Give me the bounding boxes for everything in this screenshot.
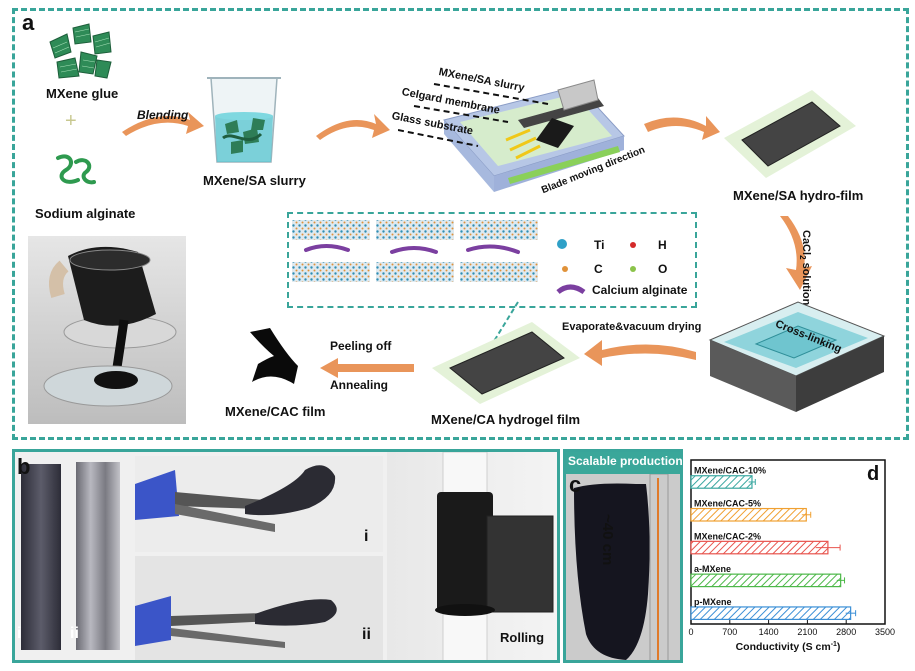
mxene-flakes-icon bbox=[49, 23, 112, 79]
process-arrow-icon bbox=[316, 114, 390, 140]
x-tick-label: 2100 bbox=[797, 627, 817, 637]
bending-photo-ii-drawing bbox=[135, 596, 337, 648]
hydrogel-film-icon bbox=[432, 322, 580, 404]
panel-c-title-bar bbox=[566, 452, 680, 474]
x-axis-label: Conductivity (S cm-1) bbox=[736, 641, 841, 653]
peeling-label: Peeling off bbox=[330, 339, 392, 353]
film-strip-ii bbox=[76, 462, 120, 650]
layered-structure-icon bbox=[292, 220, 538, 282]
blending-label: Blending bbox=[137, 108, 189, 122]
category-label: MXene/CAC-5% bbox=[694, 499, 761, 509]
legend-h: H bbox=[658, 238, 667, 252]
hydro-film-icon bbox=[724, 90, 856, 178]
legend-calcium-alginate: Calcium alginate bbox=[592, 283, 688, 297]
x-tick-label: 1400 bbox=[759, 627, 779, 637]
mxene-glue-label: MXene glue bbox=[46, 86, 119, 101]
bar-MXene/CAC-10% bbox=[690, 475, 753, 489]
panel-d-letter: d bbox=[867, 463, 879, 485]
panel-a-letter: a bbox=[22, 10, 35, 35]
slurry-photo bbox=[28, 236, 186, 424]
film-strip-i bbox=[21, 464, 61, 650]
c-dot-icon bbox=[562, 266, 568, 272]
down-arrow-icon bbox=[780, 216, 812, 290]
rolling-photo bbox=[387, 452, 557, 660]
structure-inset bbox=[287, 212, 697, 308]
h-dot-icon bbox=[630, 242, 636, 248]
category-label: a-MXene bbox=[694, 564, 731, 574]
bar-p-MXene bbox=[690, 606, 852, 621]
panel-c bbox=[563, 449, 683, 663]
bar-MXene/CAC-5% bbox=[690, 507, 807, 522]
rolling-label: Rolling bbox=[500, 630, 545, 645]
evaporate-arrow-icon bbox=[584, 340, 696, 366]
x-tick-label: 2800 bbox=[836, 627, 856, 637]
evaporate-label: Evaporate&vacuum drying bbox=[562, 321, 702, 333]
rolling-photo-drawing bbox=[435, 452, 554, 660]
scalable-title: Scalable production bbox=[568, 454, 683, 468]
bending-photo-ii bbox=[135, 556, 383, 660]
annealing-label: Annealing bbox=[330, 378, 389, 392]
panel-c-letter: c bbox=[569, 472, 582, 497]
bending-photo-i bbox=[135, 456, 383, 552]
cross-linking-tray-icon bbox=[708, 301, 886, 412]
blade-coater-icon bbox=[398, 79, 625, 192]
cac-film-icon bbox=[250, 328, 298, 384]
sodium-alginate-label: Sodium alginate bbox=[35, 206, 136, 221]
legend-c: C bbox=[594, 262, 603, 276]
cac-film-label: MXene/CAC film bbox=[225, 404, 326, 419]
x-tick-label: 700 bbox=[722, 627, 737, 637]
x-tick-label: 3500 bbox=[875, 627, 895, 637]
ti-dot-icon bbox=[557, 239, 567, 249]
legend-ti: Ti bbox=[594, 238, 605, 252]
slurry-photo-drawing bbox=[43, 246, 177, 407]
blending-arrow-icon bbox=[122, 112, 204, 136]
bending-photo-i-drawing bbox=[135, 465, 336, 532]
legend-o: O bbox=[658, 262, 668, 276]
process-arrow-icon bbox=[644, 116, 720, 140]
conductivity-chart: MXene/CAC-10% MXene/CAC-5% MXene/CAC-2% a-M… bbox=[688, 459, 895, 653]
panel-b bbox=[12, 449, 560, 663]
bar-a-MXene bbox=[690, 573, 842, 588]
plus-sign: + bbox=[65, 110, 77, 132]
panel-d: MXene/CAC-10% MXene/CAC-5% MXene/CAC-2% a-M… bbox=[686, 449, 908, 663]
category-label: p-MXene bbox=[694, 597, 732, 607]
x-tick-label: 0 bbox=[688, 627, 693, 637]
scalable-film-photo bbox=[566, 474, 680, 660]
beaker-icon bbox=[207, 77, 281, 163]
panel-a bbox=[12, 8, 909, 440]
length-label: ~40 cm bbox=[599, 514, 616, 566]
sodium-alginate-icon bbox=[56, 154, 96, 185]
category-label: MXene/CAC-2% bbox=[694, 531, 761, 541]
category-label: MXene/CAC-10% bbox=[694, 466, 766, 476]
hydro-film-label: MXene/SA hydro-film bbox=[733, 188, 864, 203]
cacl2-label: CaCl2 solution bbox=[797, 230, 812, 306]
calcium-alginate-swatch-icon bbox=[556, 284, 586, 295]
strip-label-i: i bbox=[17, 625, 22, 642]
photo-label-ii: ii bbox=[362, 626, 371, 643]
panel-b-letter: b bbox=[17, 454, 31, 479]
strip-label-ii: ii bbox=[70, 625, 79, 642]
slurry-label: MXene/SA slurry bbox=[203, 173, 306, 188]
hydrogel-film-label: MXene/CA hydrogel film bbox=[431, 412, 581, 427]
o-dot-icon bbox=[630, 266, 636, 272]
photo-label-i: i bbox=[364, 528, 369, 545]
bar-MXene/CAC-2% bbox=[690, 540, 829, 555]
peeling-arrow-icon bbox=[320, 358, 414, 378]
